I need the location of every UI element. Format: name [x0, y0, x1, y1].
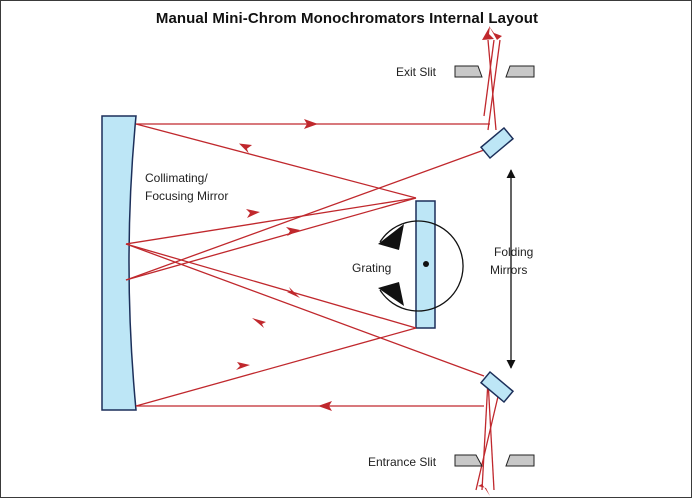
ray-arrows	[236, 26, 502, 496]
exit-slit-left-jaw	[454, 65, 483, 78]
mirror-label-line2: Focusing Mirror	[145, 189, 228, 203]
exit-slit-right-jaw	[505, 65, 535, 78]
grating-label: Grating	[352, 261, 391, 275]
light-rays	[125, 39, 501, 491]
entrance-slit-label: Entrance Slit	[368, 455, 437, 469]
grating-rotation-indicator	[378, 220, 464, 312]
entrance-slit-left-jaw	[454, 454, 483, 467]
folding-mirrors-label-line2: Mirrors	[490, 263, 527, 277]
ray-mirror-bottom-to-grating	[135, 327, 417, 407]
mirror-label-line1: Collimating/	[145, 171, 208, 185]
folding-mirrors-label-line1: Folding	[494, 245, 533, 259]
exit-slit-label: Exit Slit	[396, 65, 437, 79]
upper-folding-mirror	[479, 126, 515, 160]
grating-pivot-dot	[423, 261, 429, 267]
entrance-slit-right-jaw	[505, 454, 535, 467]
collimating-focusing-mirror	[101, 115, 137, 411]
lower-folding-mirror	[479, 370, 515, 404]
diagram-title: Manual Mini-Chrom Monochromators Interna…	[155, 10, 539, 27]
